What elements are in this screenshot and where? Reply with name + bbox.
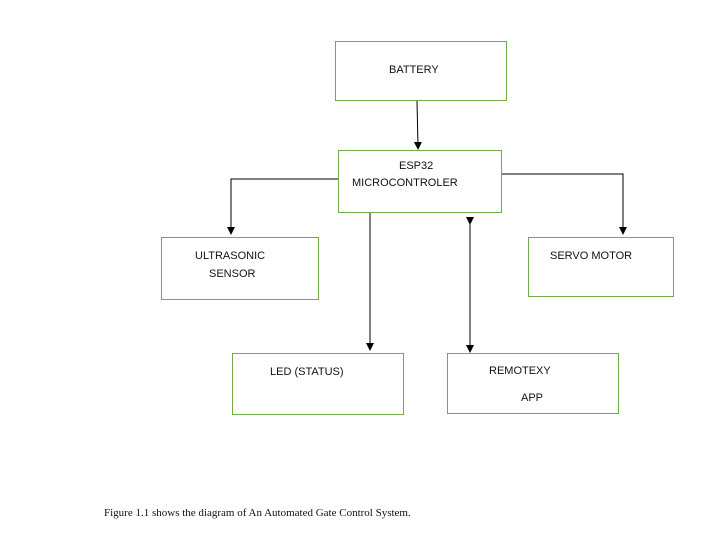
- esp32-label-line2: MICROCONTROLER: [352, 177, 458, 189]
- figure-caption: Figure 1.1 shows the diagram of An Autom…: [104, 507, 411, 519]
- esp32-block: [338, 150, 502, 213]
- ultrasonic-label-line1: ULTRASONIC: [195, 250, 266, 262]
- led-label: LED (STATUS): [270, 366, 344, 378]
- led-status-block: [232, 353, 404, 415]
- connector-esp32-to-servo: [502, 173, 627, 235]
- ultrasonic-sensor-block: [161, 237, 319, 300]
- esp32-label-line1: ESP32: [399, 160, 434, 172]
- remotexy-app-block: [447, 353, 619, 414]
- remotexy-label-line2: APP: [521, 392, 544, 404]
- ultrasonic-label-line2: SENSOR: [209, 268, 256, 280]
- remotexy-label-line1: REMOTEXY: [489, 365, 551, 377]
- connector-esp32-to-ultrasonic: [227, 178, 338, 235]
- battery-label: BATTERY: [389, 64, 439, 76]
- servo-label: SERVO MOTOR: [550, 250, 633, 262]
- connector-battery-to-esp32: [413, 100, 422, 150]
- servo-motor-block: [528, 237, 674, 297]
- battery-block: [335, 41, 507, 101]
